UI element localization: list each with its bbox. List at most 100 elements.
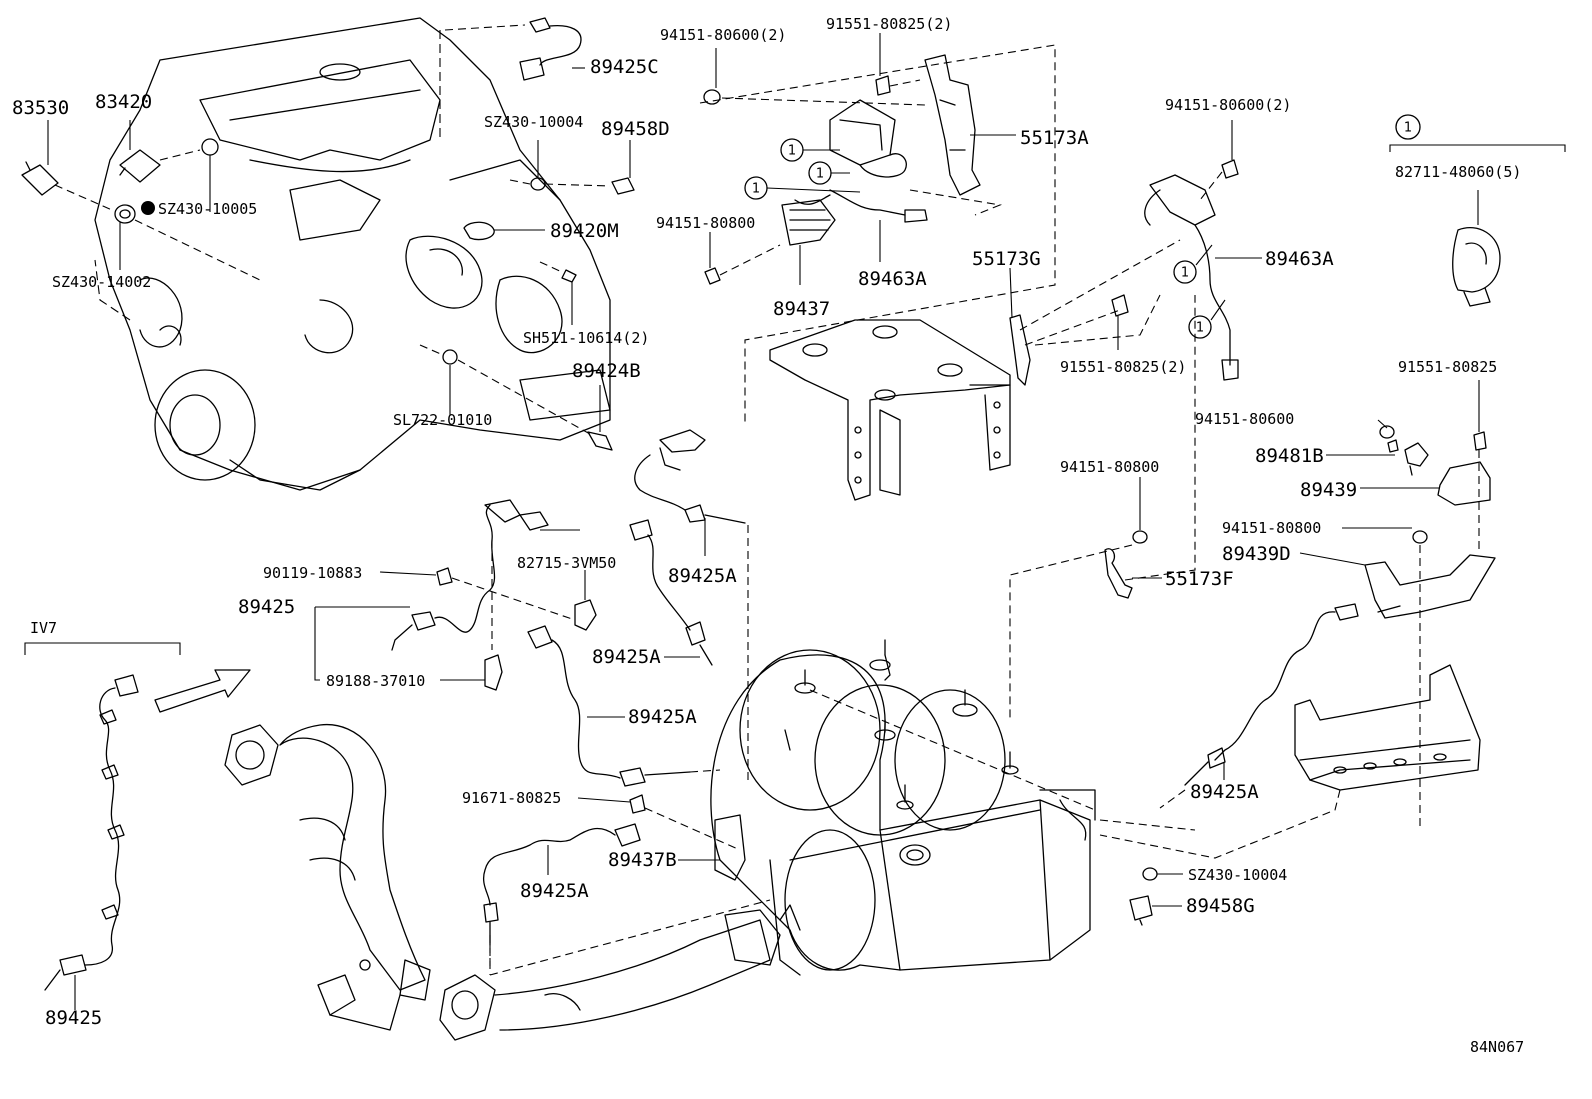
label-94151-80800-right: 94151-80800 xyxy=(1060,458,1159,476)
circle-marker-1-legend: 1 xyxy=(1404,121,1412,136)
label-90119-10883: 90119-10883 xyxy=(263,564,362,582)
label-94151-80800-far: 94151-80800 xyxy=(1222,519,1321,537)
circle-markers-upper: 1 1 1 xyxy=(744,138,861,200)
label-89425A-e: 89425A xyxy=(1190,781,1259,803)
gasket-sz430-14002 xyxy=(114,204,261,281)
bracket-89439D xyxy=(1364,554,1496,619)
label-SL722-01010: SL722-01010 xyxy=(393,411,492,429)
circle-marker-1a: 1 xyxy=(788,144,796,159)
label-89425A-b: 89425A xyxy=(592,646,661,668)
circle-marker-1e: 1 xyxy=(1196,321,1204,336)
label-89481B: 89481B xyxy=(1255,445,1324,467)
bracket-55173A xyxy=(924,54,981,196)
label-83530: 83530 xyxy=(12,97,69,119)
sensor-89458D xyxy=(544,177,635,195)
sensor-89425A-lower xyxy=(527,625,721,787)
label-89425A-d: 89425A xyxy=(520,880,589,902)
heat-insulator-right xyxy=(1099,664,1481,859)
nut-94151-80800-upper xyxy=(704,244,781,285)
label-89458G: 89458G xyxy=(1186,895,1255,917)
label-SZ430-10005: SZ430-10005 xyxy=(158,200,257,218)
vsv-89481B xyxy=(1387,439,1429,476)
leader-lines xyxy=(47,33,1440,907)
label-89463A-right: 89463A xyxy=(1265,248,1334,270)
circle-marker-1d: 1 xyxy=(1181,266,1189,281)
circle-marker-1b: 1 xyxy=(816,167,824,182)
sensor-89425A-bottom xyxy=(483,823,641,970)
label-SH511-10614: SH511-10614(2) xyxy=(523,329,649,347)
label-89425: 89425 xyxy=(238,596,295,618)
iv7-variant-group xyxy=(24,642,181,1010)
label-89437: 89437 xyxy=(773,298,830,320)
bolt-91551-80825-right xyxy=(1034,294,1161,346)
label-89425-iv7: 89425 xyxy=(45,1007,102,1029)
bolt-sh511 xyxy=(539,261,577,283)
label-94151-80800-upper: 94151-80800 xyxy=(656,214,755,232)
upper-dashed-box xyxy=(699,44,1056,425)
sensor-89425-main xyxy=(391,499,549,651)
center-exhaust-pipe xyxy=(439,899,801,1041)
gasket-sz430-10004-lower xyxy=(1142,867,1158,881)
front-exhaust-pipe xyxy=(224,724,431,1031)
label-89439D: 89439D xyxy=(1222,543,1291,565)
bolt-91551-80825-upper xyxy=(875,75,921,96)
mounting-bracket-center xyxy=(769,319,1011,501)
label-89458D: 89458D xyxy=(601,118,670,140)
callout-labels: 83530 83420 89425C SZ430-10004 89458D SZ… xyxy=(12,15,1524,1056)
sensor-89425A-mid xyxy=(629,519,713,666)
bracket-55173G xyxy=(1009,239,1181,386)
label-89425A-c: 89425A xyxy=(628,706,697,728)
label-89463A-upper: 89463A xyxy=(858,268,927,290)
vacuum-switch-assembly xyxy=(794,99,1003,223)
bolt-91671-80825 xyxy=(629,794,741,851)
label-89425A-a: 89425A xyxy=(668,565,737,587)
sensor-89420M xyxy=(463,221,495,241)
sensor-89425C xyxy=(444,17,582,81)
nut-94151-80600-upper xyxy=(703,89,926,106)
diagram-id: 84N067 xyxy=(1470,1038,1524,1056)
label-55173F: 55173F xyxy=(1165,568,1234,590)
label-91551-80825-2b: 91551-80825(2) xyxy=(1060,358,1186,376)
label-94151-80600-2a: 94151-80600(2) xyxy=(660,26,786,44)
label-SZ430-10004-upper: SZ430-10004 xyxy=(484,113,583,131)
circle-marker-1c: 1 xyxy=(752,182,760,197)
bracket-89437B xyxy=(714,814,746,881)
bracket-82715-3VM50 xyxy=(574,570,597,631)
clip-55173F xyxy=(1104,295,1196,599)
sensor-89424B xyxy=(457,359,613,451)
label-SZ430-10004-lower: SZ430-10004 xyxy=(1188,866,1287,884)
label-91551-80825-far: 91551-80825 xyxy=(1398,358,1497,376)
label-91551-80825-2a: 91551-80825(2) xyxy=(826,15,952,33)
label-55173A: 55173A xyxy=(1020,127,1089,149)
clamp-82711-group: 1 xyxy=(1389,114,1566,307)
nut-94151-80600-far xyxy=(1379,425,1395,439)
nut-94151-80600-right xyxy=(1199,120,1239,201)
label-83420: 83420 xyxy=(95,91,152,113)
label-91671-80825: 91671-80825 xyxy=(462,789,561,807)
label-89439: 89439 xyxy=(1300,479,1357,501)
engine-block xyxy=(94,17,611,491)
arrow-indicator xyxy=(154,669,251,713)
nut-94151-80800-right2 xyxy=(1009,530,1148,720)
sensor-89463A-right xyxy=(1144,174,1262,381)
label-55173G: 55173G xyxy=(972,248,1041,270)
label-94151-80600-far: 94151-80600 xyxy=(1195,410,1294,428)
label-82711-48060: 82711-48060(5) xyxy=(1395,163,1521,181)
sensor-89425A-right xyxy=(1159,603,1359,809)
label-89420M: 89420M xyxy=(550,220,619,242)
label-82715-3VM50: 82715-3VM50 xyxy=(517,554,616,572)
clamp-89188-37010 xyxy=(484,654,503,691)
catalytic-converter-dpf xyxy=(710,639,1196,976)
label-94151-80600-2b: 94151-80600(2) xyxy=(1165,96,1291,114)
label-89425C: 89425C xyxy=(590,56,659,78)
gasket-sl722 xyxy=(419,344,458,365)
bracket-89439 xyxy=(1437,461,1491,506)
label-89424B: 89424B xyxy=(572,360,641,382)
sensor-83420 xyxy=(119,149,201,183)
label-SZ430-14002: SZ430-14002 xyxy=(52,273,151,291)
label-89188-37010: 89188-37010 xyxy=(326,672,425,690)
sensor-89437 xyxy=(781,199,836,285)
circle-markers-right: 1 1 xyxy=(1173,244,1226,339)
sensor-83530 xyxy=(21,161,113,211)
